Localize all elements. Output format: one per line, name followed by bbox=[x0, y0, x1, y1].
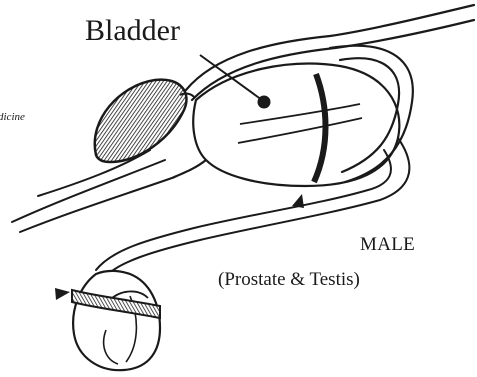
bladder-label: Bladder bbox=[85, 14, 180, 47]
partial-caption-text: dicine bbox=[0, 111, 25, 123]
organs-label: (Prostate & Testis) bbox=[218, 269, 360, 290]
ureters bbox=[186, 5, 474, 182]
seminal-vesicle bbox=[95, 80, 195, 162]
sex-label: MALE bbox=[360, 234, 415, 255]
urethra-and-ducts bbox=[12, 138, 409, 276]
testis-organ bbox=[72, 271, 160, 370]
bladder-organ bbox=[172, 64, 399, 186]
